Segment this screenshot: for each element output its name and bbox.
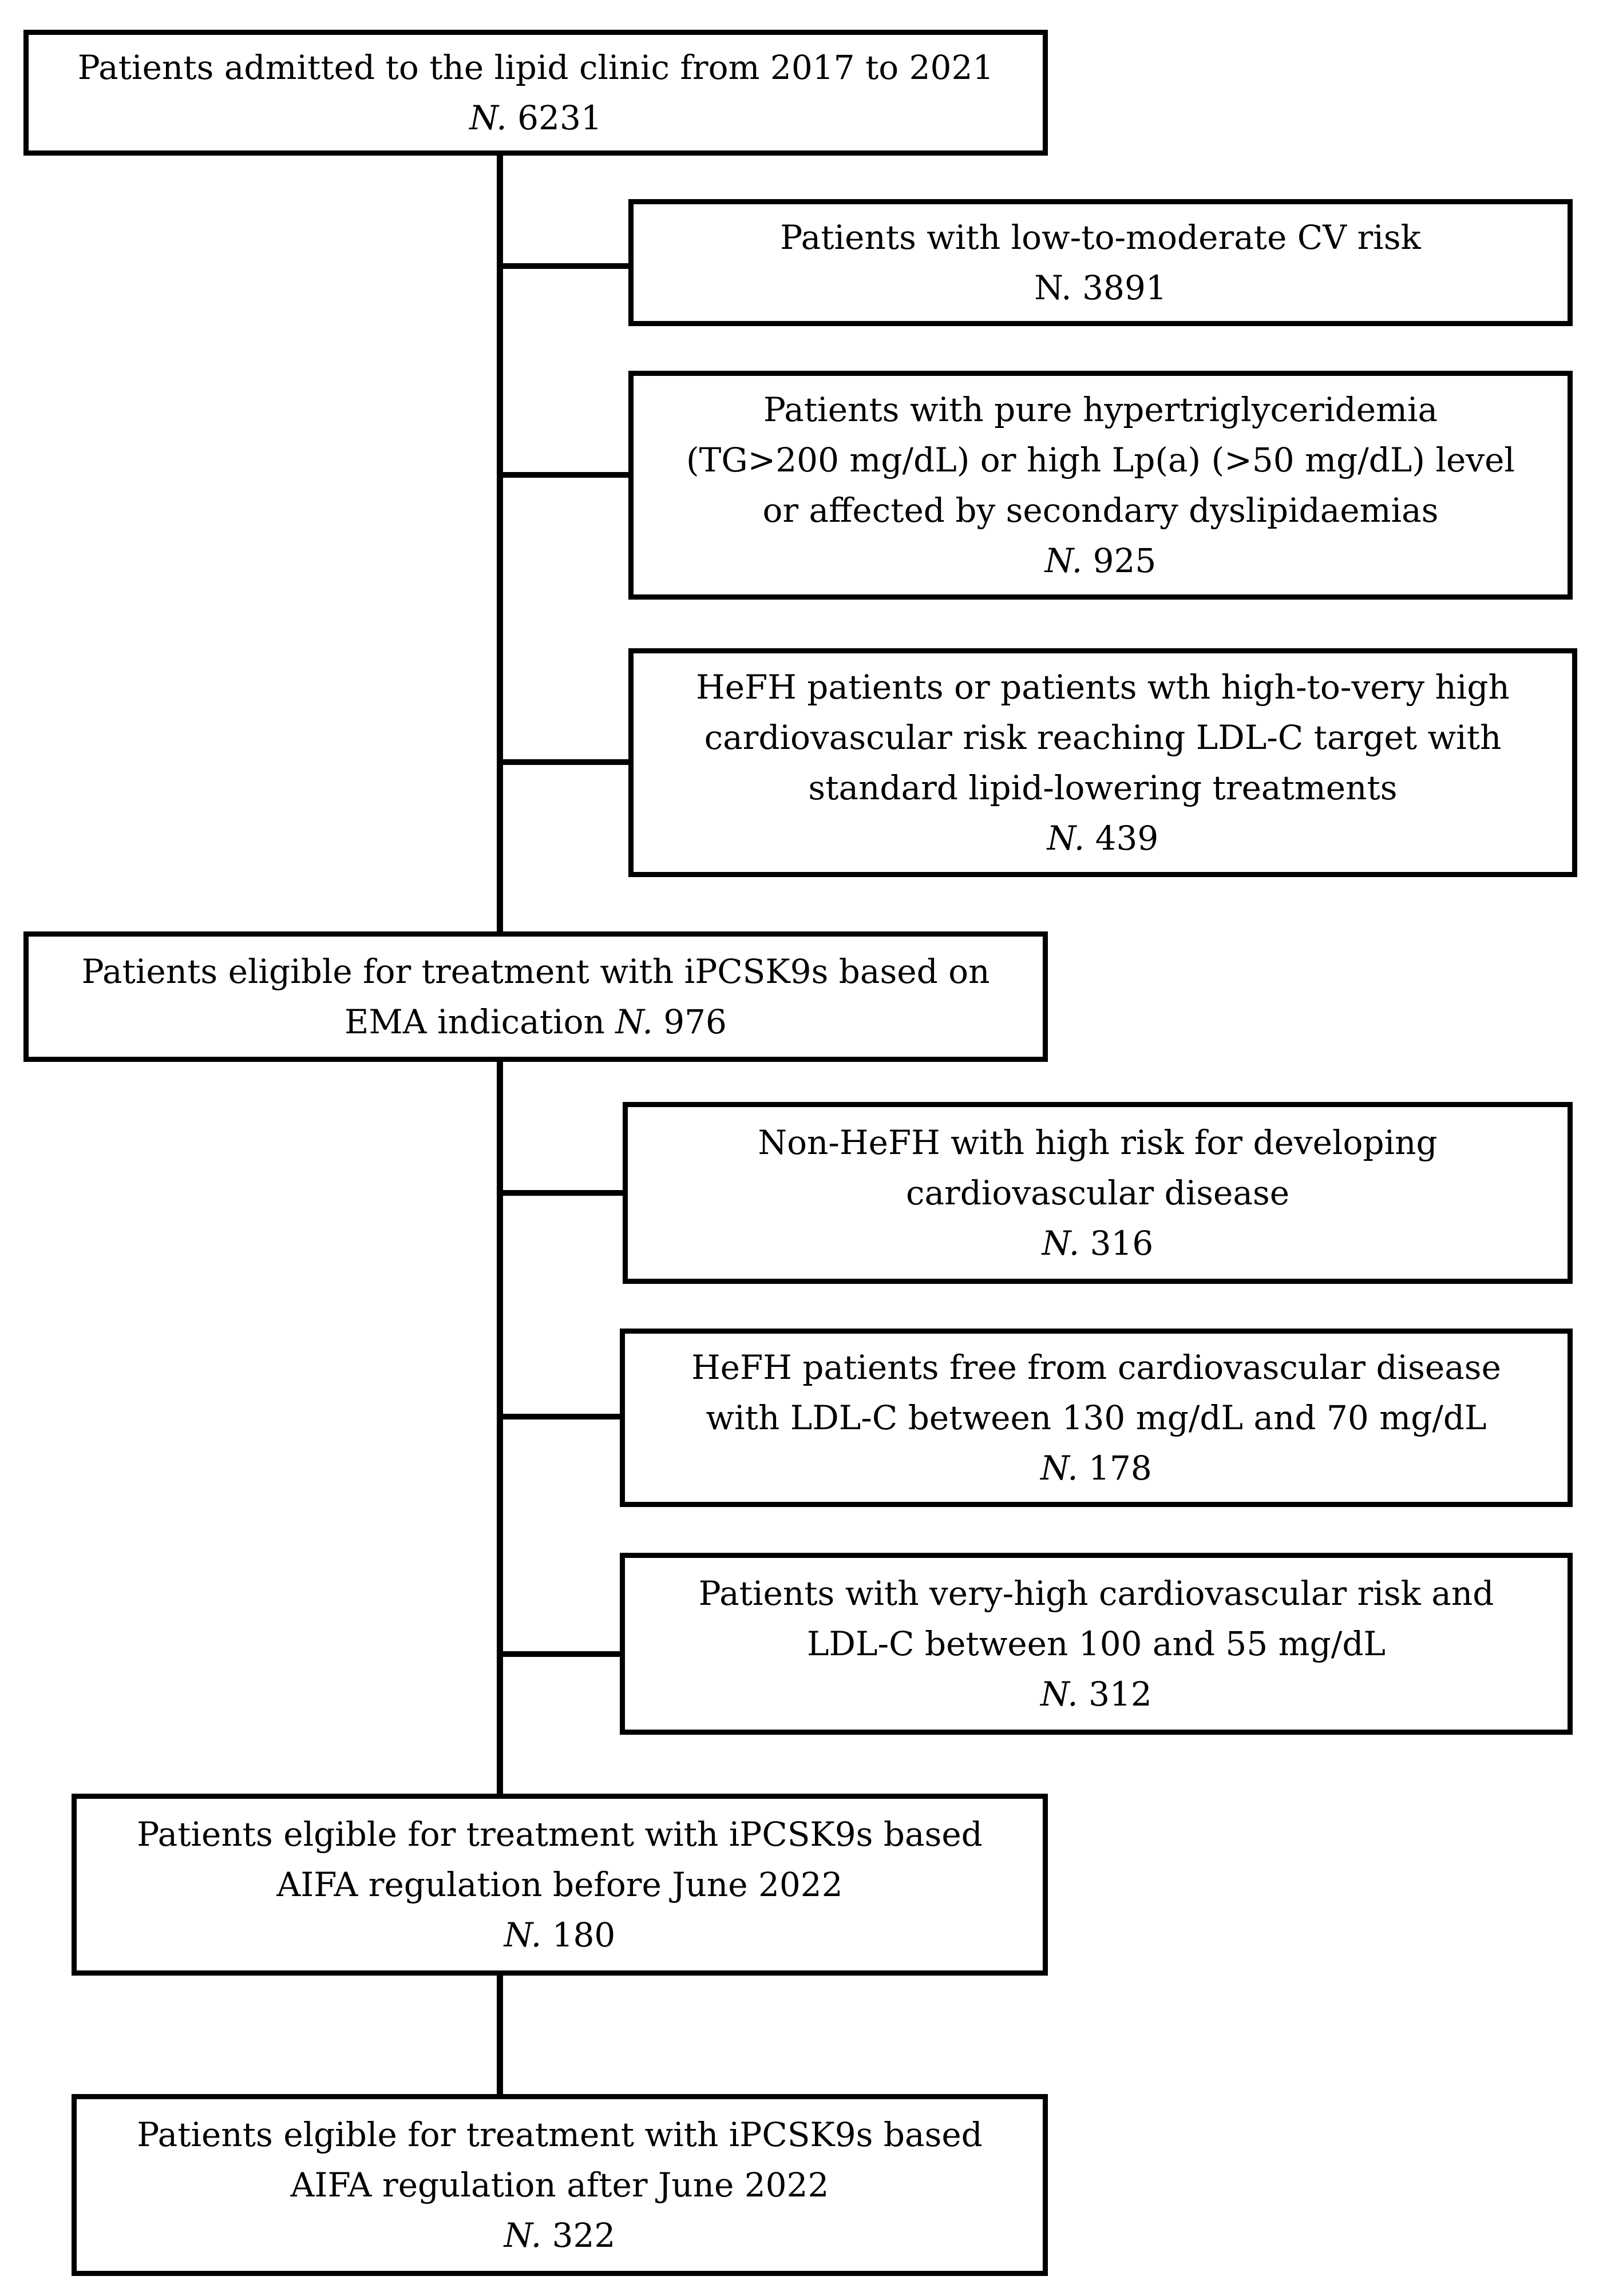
- aifa-after-count-value: 322: [552, 2216, 616, 2255]
- hefh-target-box-text-1: HeFH patients or patients wth high-to-ve…: [696, 668, 1510, 707]
- hypertrig-box-text-2: (TG>200 mg/dL) or high Lp(a) (>50 mg/dL)…: [686, 441, 1515, 479]
- admitted-count-label: N.: [469, 98, 507, 137]
- aifa-after-box-count: N. 322: [504, 2210, 616, 2261]
- hefh-free-from-cvd-box: HeFH patients free from cardiovascular d…: [620, 1329, 1573, 1507]
- branch-connector-very-high: [500, 1651, 623, 1657]
- hypertriglyceridemia-box: Patients with pure hypertriglyceridemia …: [628, 371, 1573, 600]
- ema-eligible-count-label: N.: [615, 1002, 653, 1041]
- admitted-box-text: Patients admitted to the lipid clinic fr…: [77, 48, 994, 87]
- hefh-target-box-count: N. 439: [1047, 813, 1159, 863]
- branch-connector-hypertrig: [500, 472, 631, 478]
- hefh-target-box-text-3: standard lipid-lowering treatments: [808, 768, 1398, 807]
- hefh-free-box-text-2: with LDL-C between 130 mg/dL and 70 mg/d…: [706, 1398, 1487, 1437]
- hefh-target-count-value: 439: [1095, 819, 1159, 858]
- very-high-count-label: N.: [1040, 1675, 1078, 1714]
- hefh-target-count-label: N.: [1047, 819, 1085, 858]
- admitted-count-value: 6231: [517, 98, 602, 137]
- low-moderate-box-count: N. 3891: [1034, 263, 1167, 313]
- non-hefh-high-risk-box: Non-HeFH with high risk for developing c…: [623, 1102, 1573, 1284]
- hefh-free-count-value: 178: [1089, 1449, 1152, 1488]
- aifa-before-count-value: 180: [552, 1916, 616, 1954]
- branch-connector-non-hefh: [500, 1190, 626, 1196]
- hypertrig-box-text-3: or affected by secondary dyslipidaemias: [762, 491, 1439, 530]
- hypertrig-box-text-1: Patients with pure hypertriglyceridemia: [763, 390, 1438, 429]
- hefh-free-box-count: N. 178: [1040, 1443, 1152, 1493]
- non-hefh-box-text-2: cardiovascular disease: [905, 1173, 1290, 1212]
- very-high-box-text-1: Patients with very-high cardiovascular r…: [698, 1574, 1494, 1613]
- non-hefh-count-label: N.: [1042, 1224, 1080, 1263]
- trunk-connector-1: [497, 153, 503, 933]
- non-hefh-box-text-1: Non-HeFH with high risk for developing: [758, 1123, 1438, 1162]
- trunk-connector-2: [497, 1060, 503, 1794]
- branch-connector-hefh-free: [500, 1414, 626, 1419]
- low-moderate-count-value: 3891: [1082, 268, 1167, 307]
- hefh-free-box-text-1: HeFH patients free from cardiovascular d…: [691, 1348, 1501, 1387]
- admitted-box-count: N. 6231: [469, 93, 602, 143]
- ema-eligible-count-value: 976: [663, 1002, 727, 1041]
- ema-eligible-box-text: Patients eligible for treatment with iPC…: [81, 952, 990, 991]
- low-moderate-box-text: Patients with low-to-moderate CV risk: [780, 218, 1421, 257]
- hypertrig-count-value: 925: [1093, 541, 1157, 580]
- ema-eligible-box-count: EMA indication N. 976: [345, 997, 727, 1047]
- aifa-before-box-count: N. 180: [504, 1910, 616, 1960]
- very-high-count-value: 312: [1089, 1675, 1152, 1714]
- aifa-before-box-text-2: AIFA regulation before June 2022: [276, 1865, 843, 1904]
- ema-eligible-tail-text: EMA indication: [345, 1002, 605, 1041]
- aifa-before-june-2022-box: Patients elgible for treatment with iPCS…: [72, 1794, 1048, 1976]
- low-moderate-risk-box: Patients with low-to-moderate CV risk N.…: [628, 199, 1573, 326]
- branch-connector-hefh-target: [500, 759, 631, 765]
- aifa-after-count-label: N.: [504, 2216, 542, 2255]
- non-hefh-count-value: 316: [1090, 1224, 1154, 1263]
- trunk-connector-3: [497, 1973, 503, 2100]
- branch-connector-low-moderate: [500, 263, 631, 269]
- ema-eligible-box: Patients eligible for treatment with iPC…: [23, 931, 1048, 1062]
- hypertrig-box-count: N. 925: [1045, 536, 1157, 586]
- very-high-box-count: N. 312: [1040, 1669, 1152, 1719]
- non-hefh-box-count: N. 316: [1042, 1218, 1154, 1268]
- hefh-reaching-target-box: HeFH patients or patients wth high-to-ve…: [628, 648, 1577, 877]
- hefh-target-box-text-2: cardiovascular risk reaching LDL-C targe…: [704, 718, 1502, 757]
- hefh-free-count-label: N.: [1040, 1449, 1078, 1488]
- low-moderate-count-label: N.: [1034, 268, 1072, 307]
- aifa-after-box-text-2: AIFA regulation after June 2022: [290, 2166, 829, 2204]
- hypertrig-count-label: N.: [1044, 541, 1083, 580]
- aifa-before-box-text-1: Patients elgible for treatment with iPCS…: [137, 1815, 983, 1854]
- very-high-cv-risk-box: Patients with very-high cardiovascular r…: [620, 1553, 1573, 1735]
- admitted-patients-box: Patients admitted to the lipid clinic fr…: [23, 30, 1048, 156]
- aifa-before-count-label: N.: [504, 1916, 542, 1954]
- very-high-box-text-2: LDL-C between 100 and 55 mg/dL: [807, 1624, 1386, 1663]
- aifa-after-june-2022-box: Patients elgible for treatment with iPCS…: [72, 2094, 1048, 2276]
- aifa-after-box-text-1: Patients elgible for treatment with iPCS…: [137, 2115, 983, 2154]
